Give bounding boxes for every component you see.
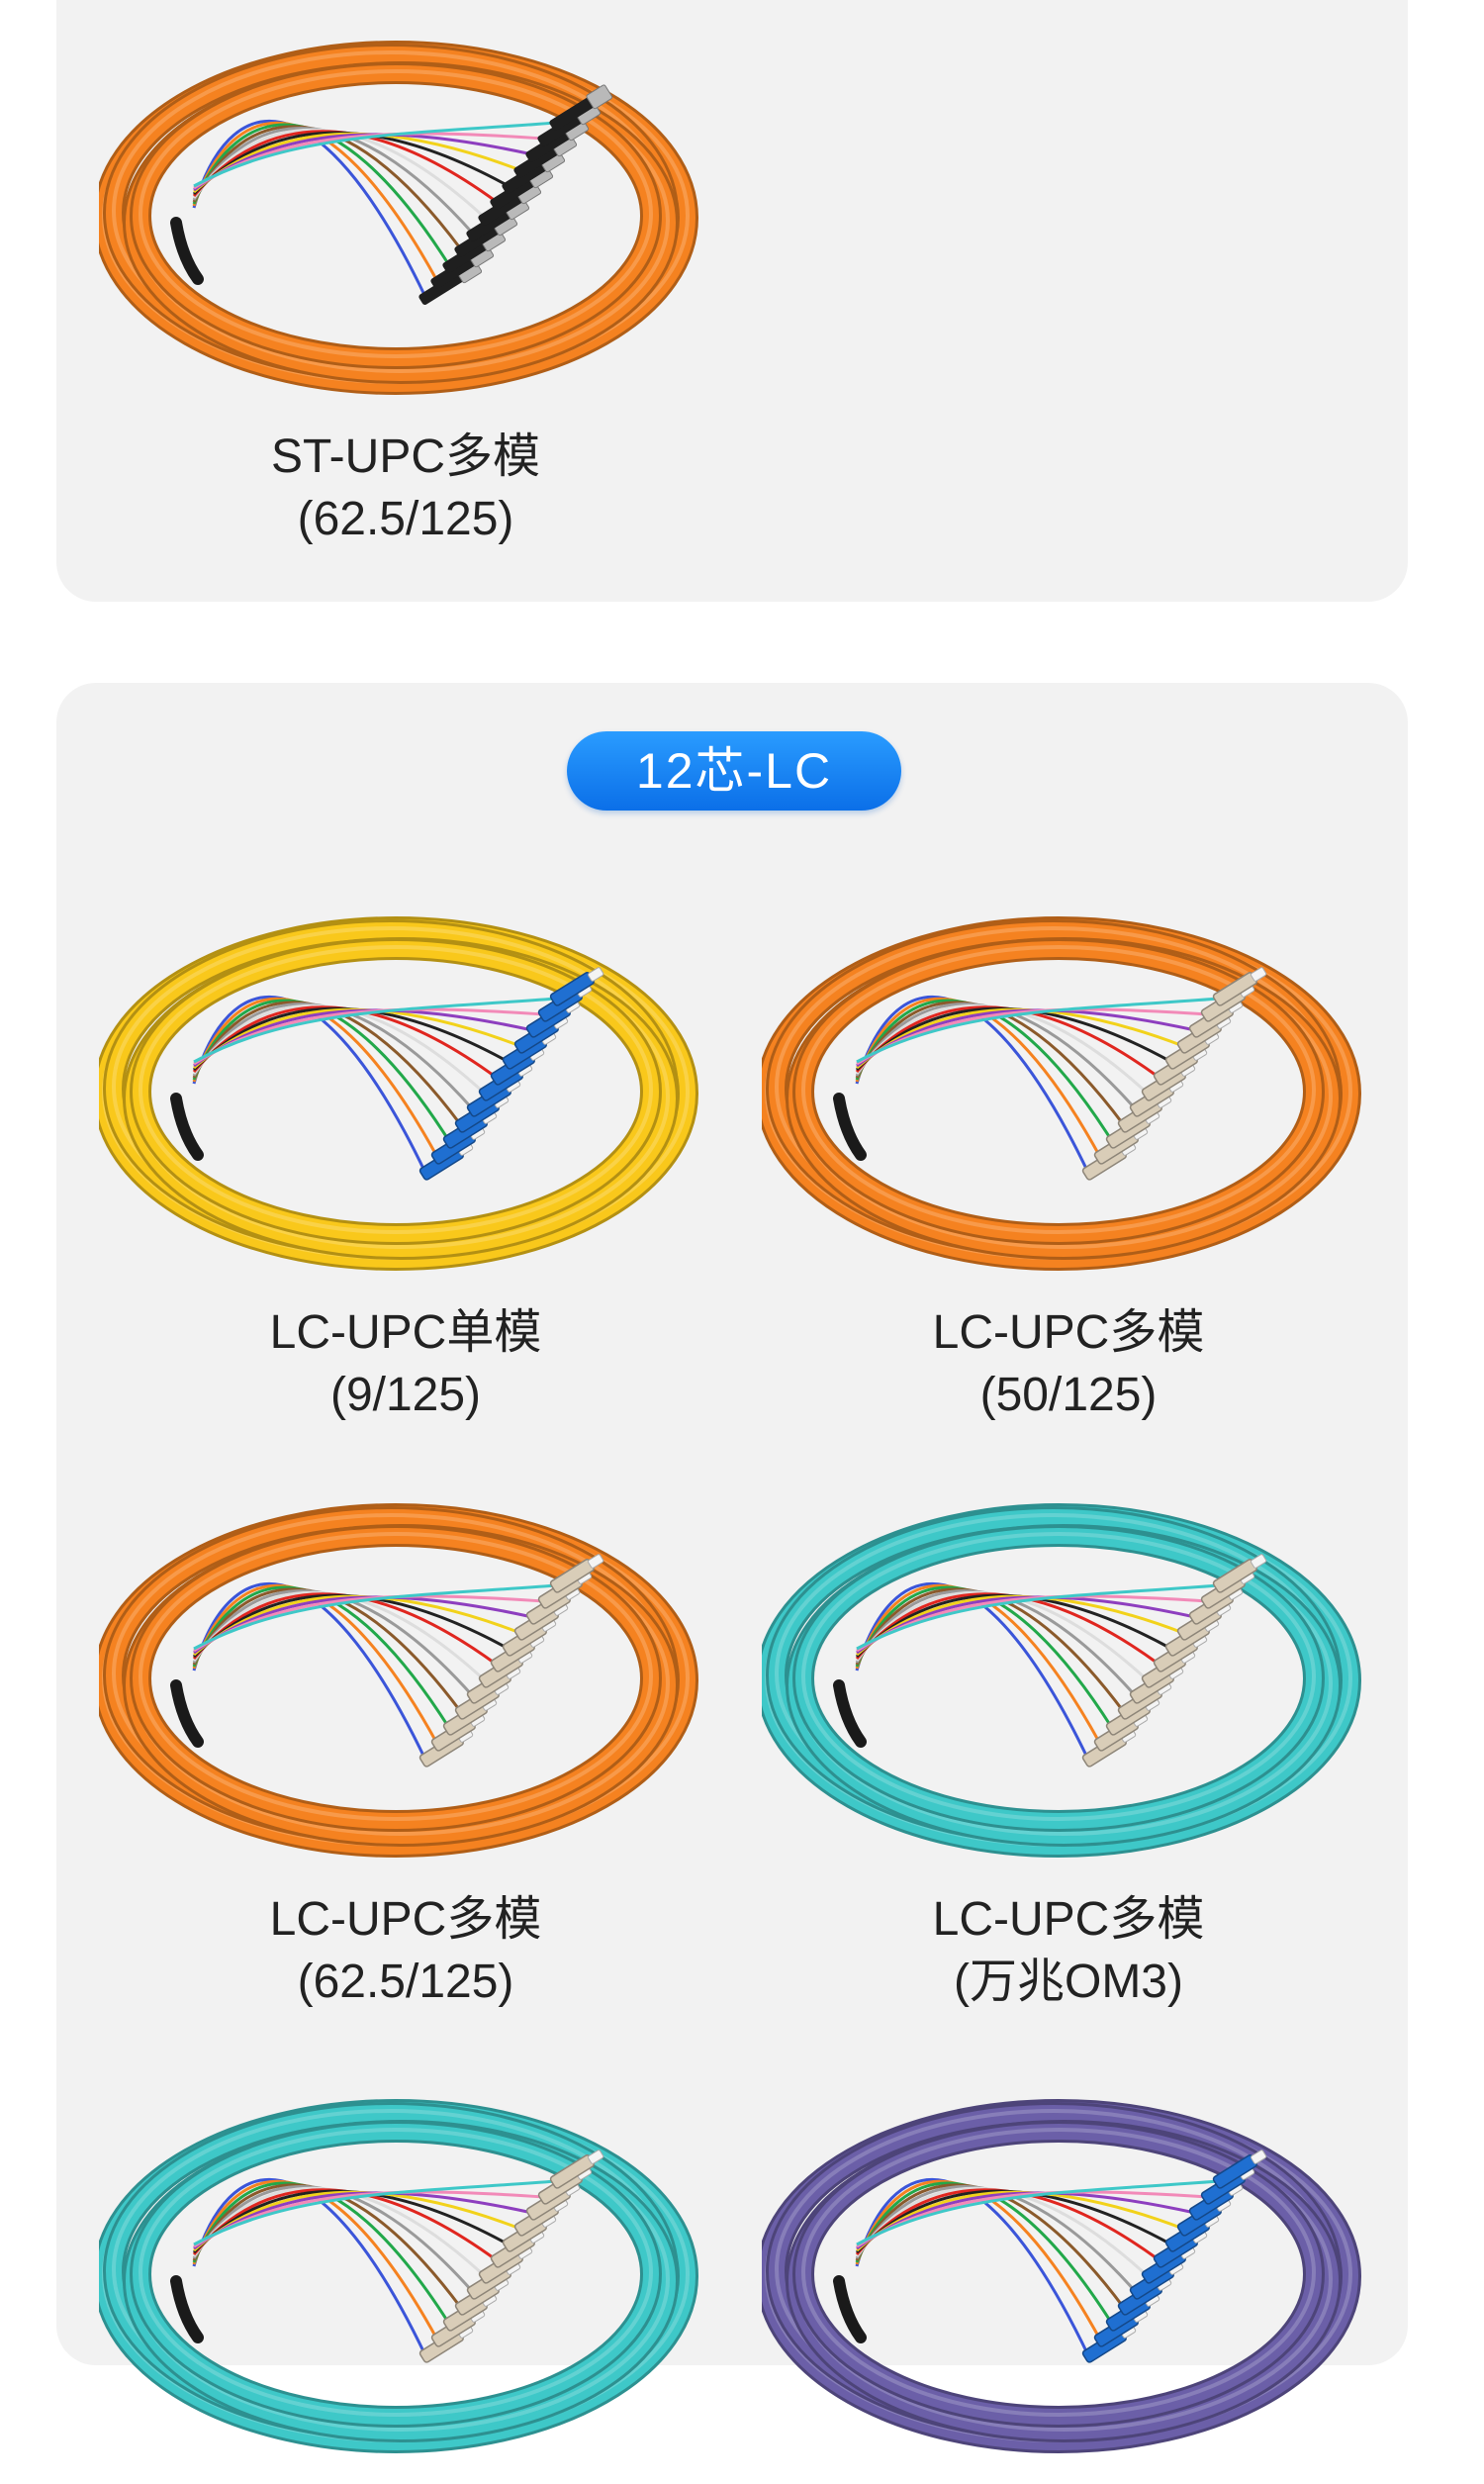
fiber-pigtail-image xyxy=(99,2099,698,2453)
product-name: LC-UPC多模 xyxy=(269,1893,542,1946)
product-name: LC-UPC多模 xyxy=(932,1893,1205,1946)
fiber-pigtail-image xyxy=(762,916,1361,1271)
product-lc-upc-mm-om3[interactable]: LC-UPC多模 (万兆OM3) xyxy=(762,1473,1375,2013)
fiber-pigtail-image xyxy=(99,41,698,395)
product-lc-partial-left[interactable] xyxy=(99,2068,712,2484)
product-name: LC-UPC单模 xyxy=(269,1306,542,1359)
product-spec: (62.5/125) xyxy=(297,1956,514,2008)
product-st-upc-mm-62-5[interactable]: ST-UPC多模 (62.5/125) xyxy=(99,10,712,550)
product-lc-upc-sm-9-125[interactable]: LC-UPC单模 (9/125) xyxy=(99,886,712,1426)
fiber-pigtail-image xyxy=(762,2099,1361,2453)
product-name: LC-UPC多模 xyxy=(932,1306,1205,1359)
product-name: ST-UPC多模 xyxy=(270,430,541,483)
fiber-pigtail-image xyxy=(99,916,698,1271)
product-spec: (50/125) xyxy=(979,1369,1158,1421)
product-lc-partial-right[interactable] xyxy=(762,2068,1375,2484)
product-card-st xyxy=(56,0,1408,602)
product-spec: (62.5/125) xyxy=(297,493,514,545)
fiber-pigtail-image xyxy=(99,1503,698,1858)
product-spec: (万兆OM3) xyxy=(954,1956,1183,2008)
category-badge-12core-lc: 12芯-LC xyxy=(567,731,901,811)
fiber-pigtail-image xyxy=(762,1503,1361,1858)
product-lc-upc-mm-62-5[interactable]: LC-UPC多模 (62.5/125) xyxy=(99,1473,712,2013)
product-lc-upc-mm-50-125[interactable]: LC-UPC多模 (50/125) xyxy=(762,886,1375,1426)
product-spec: (9/125) xyxy=(329,1369,482,1421)
